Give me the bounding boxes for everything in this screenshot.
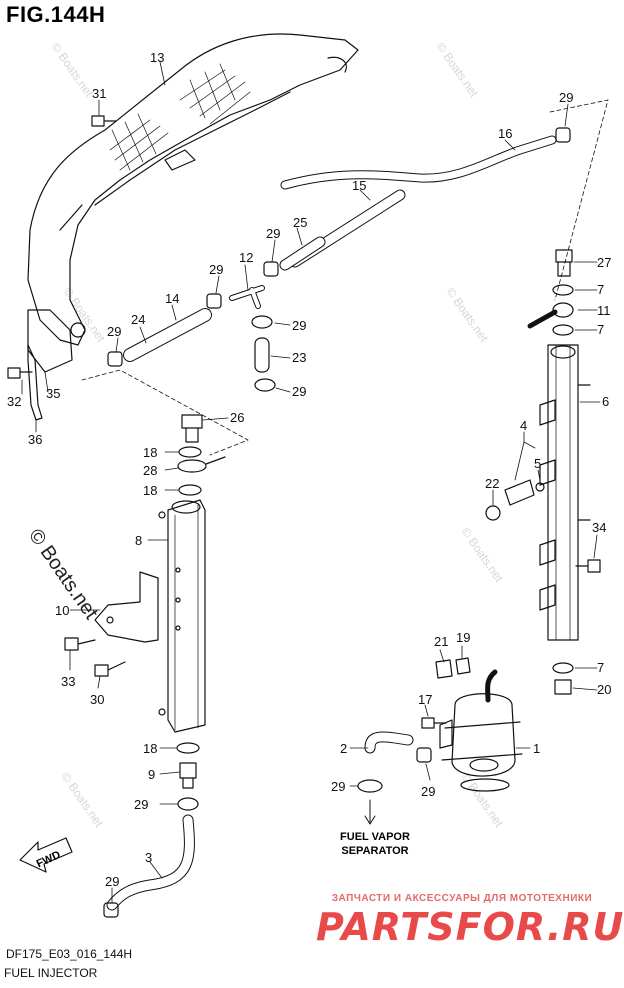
part-10-bracket xyxy=(94,571,159,643)
callout-12: 12 xyxy=(239,250,253,265)
brand-tagline: ЗАПЧАСТИ И АКСЕССУАРЫ ДЛЯ МОТОТЕХНИКИ xyxy=(331,893,593,904)
part-18-washer xyxy=(178,484,202,496)
figure-title: FIG.144H xyxy=(6,2,106,27)
callout-29: 29 xyxy=(105,874,119,889)
part-8-fuel-rail xyxy=(167,499,206,733)
callout-25: 25 xyxy=(293,215,307,230)
callout-35: 35 xyxy=(46,386,60,401)
part-36-strap xyxy=(27,344,43,421)
part-7-washer xyxy=(552,662,574,674)
part-34-bolt xyxy=(575,559,601,573)
part-18-washer xyxy=(178,446,202,458)
part-20-plug xyxy=(554,679,572,695)
callout-27: 27 xyxy=(597,255,611,270)
callout-8: 8 xyxy=(135,533,142,548)
callout-15: 15 xyxy=(352,178,366,193)
callout-31: 31 xyxy=(92,86,106,101)
callout-29: 29 xyxy=(107,324,121,339)
part-13-cover xyxy=(27,33,359,346)
callout-29: 29 xyxy=(134,797,148,812)
section-name: FUEL INJECTOR xyxy=(4,966,98,980)
callout-29: 29 xyxy=(266,226,280,241)
part-18-washer xyxy=(176,742,200,754)
part-21-grommet xyxy=(435,659,453,679)
part-29-clamp xyxy=(263,261,279,277)
callout-29: 29 xyxy=(292,318,306,333)
callout-21: 21 xyxy=(434,634,448,649)
part-30-bolt xyxy=(94,661,126,677)
separator-label: FUEL VAPOR SEPARATOR xyxy=(335,830,415,858)
part-29-clamp xyxy=(555,127,571,143)
part-29-clamp xyxy=(206,293,222,309)
callout-5: 5 xyxy=(534,456,541,471)
callout-29: 29 xyxy=(209,262,223,277)
callout-34: 34 xyxy=(592,520,606,535)
callout-26: 26 xyxy=(230,410,244,425)
part-1-vapor-separator xyxy=(451,693,516,777)
part-29-clamp xyxy=(416,747,432,763)
callout-29: 29 xyxy=(421,784,435,799)
brand-logo: PARTSFOR.RU xyxy=(316,905,624,949)
callout-4: 4 xyxy=(520,418,527,433)
part-31-bolt xyxy=(91,115,117,127)
part-29-clamp xyxy=(107,351,123,367)
callout-7: 7 xyxy=(597,282,604,297)
part-33-bolt xyxy=(64,637,96,651)
callout-7: 7 xyxy=(597,322,604,337)
callout-29: 29 xyxy=(292,384,306,399)
part-29-clamp xyxy=(254,378,276,392)
part-29-clamp xyxy=(103,902,119,918)
callout-2: 2 xyxy=(340,741,347,756)
callout-9: 9 xyxy=(148,767,155,782)
callout-6: 6 xyxy=(602,394,609,409)
callout-18: 18 xyxy=(143,741,157,756)
callout-29: 29 xyxy=(331,779,345,794)
fwd-arrow-icon xyxy=(19,837,73,873)
callout-16: 16 xyxy=(498,126,512,141)
part-29-clamp xyxy=(251,315,273,329)
part-29-clamp xyxy=(357,779,383,793)
part-4-injector xyxy=(504,479,535,506)
part-19-grommet xyxy=(455,657,471,675)
part-7-washer xyxy=(552,284,574,296)
callout-14: 14 xyxy=(165,291,179,306)
callout-18: 18 xyxy=(143,483,157,498)
callout-22: 22 xyxy=(485,476,499,491)
callout-36: 36 xyxy=(28,432,42,447)
callout-19: 19 xyxy=(456,630,470,645)
callout-32: 32 xyxy=(7,394,21,409)
separator-label-line2: SEPARATOR xyxy=(341,845,409,857)
callout-30: 30 xyxy=(90,692,104,707)
part-23-hose xyxy=(254,337,270,373)
part-22-cap xyxy=(485,505,501,521)
callout-3: 3 xyxy=(145,850,152,865)
callout-29: 29 xyxy=(559,90,573,105)
part-17-bolt xyxy=(421,717,447,729)
callout-33: 33 xyxy=(61,674,75,689)
callout-7: 7 xyxy=(597,660,604,675)
callout-18: 18 xyxy=(143,445,157,460)
separator-label-line1: FUEL VAPOR xyxy=(340,831,410,843)
callout-11: 11 xyxy=(597,303,611,318)
callout-10: 10 xyxy=(55,603,69,618)
part-11-fitting xyxy=(527,309,558,329)
diagram-code: DF175_E03_016_144H xyxy=(6,947,133,961)
part-6-fuel-rail xyxy=(547,344,579,641)
callout-24: 24 xyxy=(131,312,145,327)
part-26-union-bolt xyxy=(181,414,203,443)
callout-17: 17 xyxy=(418,692,432,707)
part-32-bolt xyxy=(7,367,33,379)
callout-13: 13 xyxy=(150,50,164,65)
callout-1: 1 xyxy=(533,741,540,756)
part-28-fitting xyxy=(177,456,226,473)
part-27-union-bolt xyxy=(555,249,573,277)
callout-28: 28 xyxy=(143,463,157,478)
part-29-clamp xyxy=(177,797,199,811)
part-7-washer xyxy=(552,324,574,336)
callout-20: 20 xyxy=(597,682,611,697)
part-9-fitting xyxy=(179,762,197,789)
callout-23: 23 xyxy=(292,350,306,365)
